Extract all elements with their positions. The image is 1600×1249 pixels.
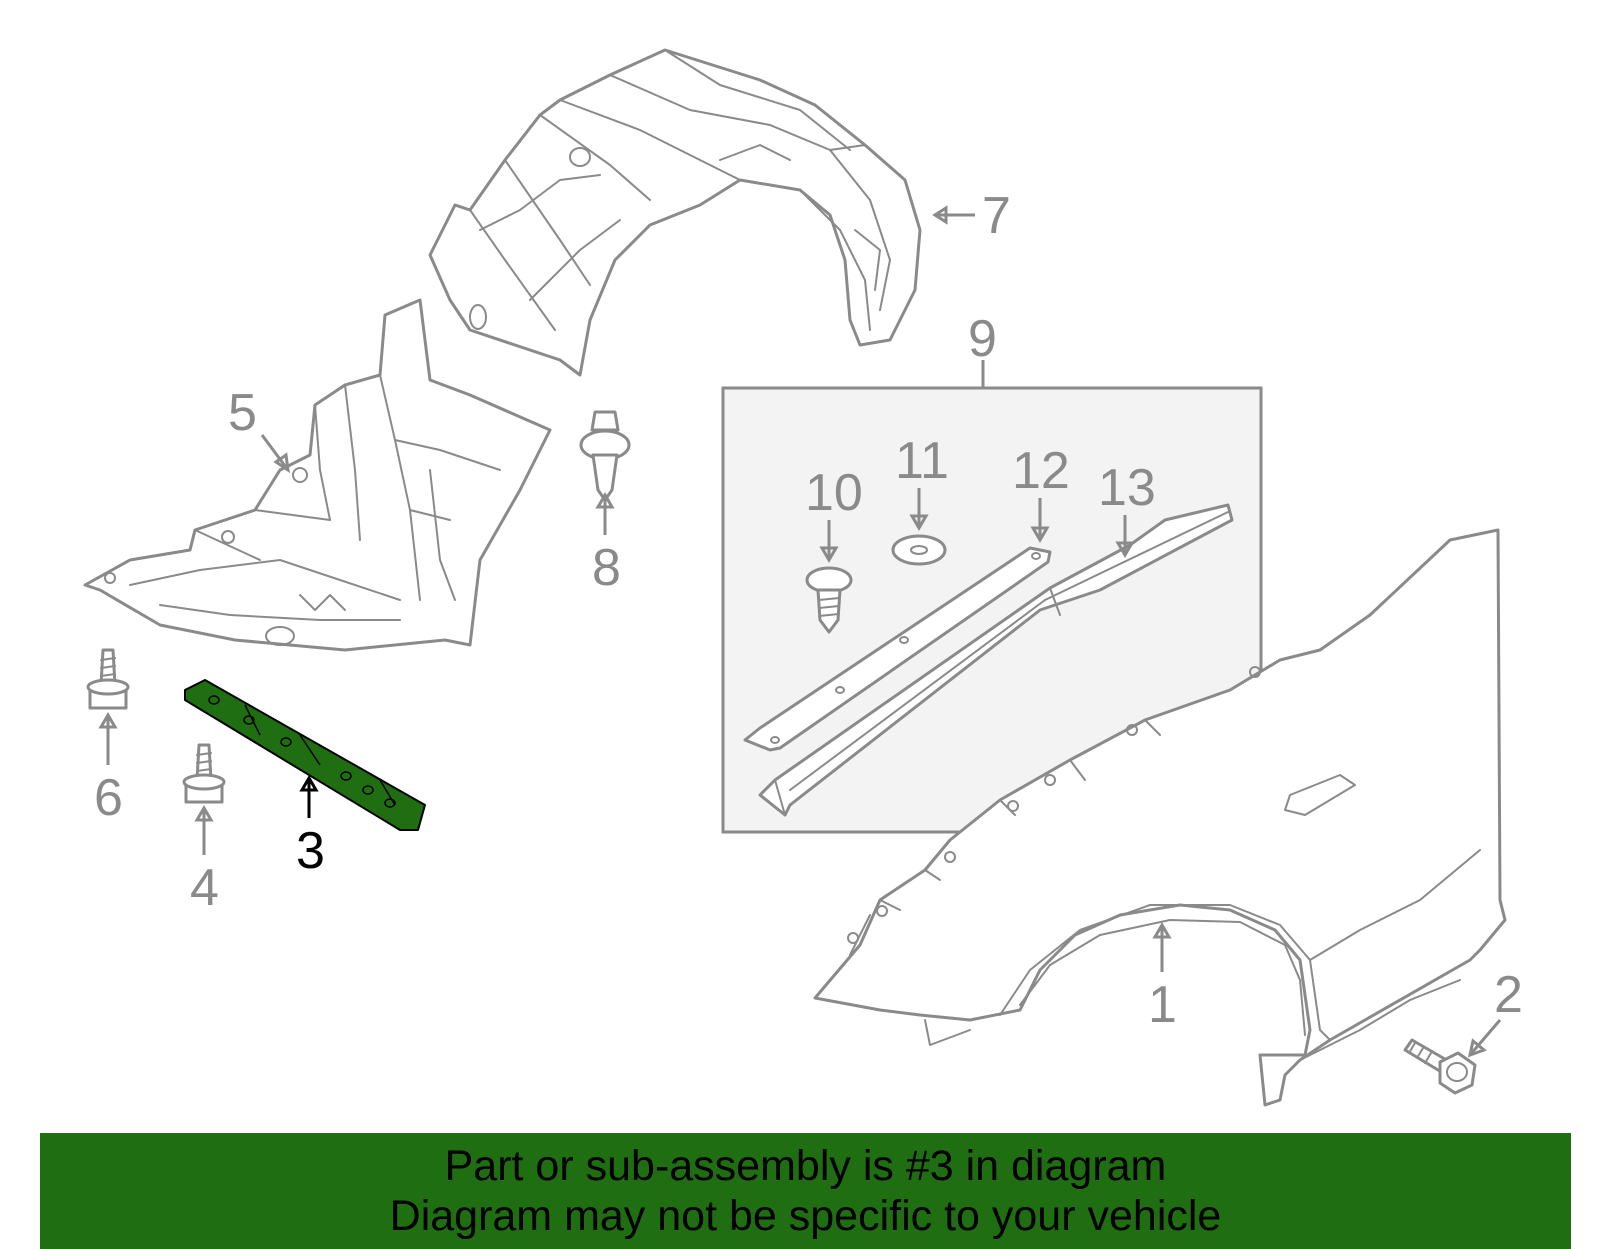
callout-2: 2: [1494, 966, 1523, 1024]
callout-12: 12: [1012, 442, 1070, 500]
part-12-strip[interactable]: [743, 546, 1052, 752]
callout-13: 13: [1098, 459, 1156, 517]
callout-6: 6: [94, 769, 123, 827]
part-1-front-fender[interactable]: [813, 528, 1507, 1107]
callout-1: 1: [1148, 976, 1177, 1034]
part-5-splash-shield[interactable]: [83, 298, 552, 652]
callout-8: 8: [592, 539, 621, 597]
parts-diagram: 7 5 8 6 4 3 9 10 11 12 13 1 2: [83, 48, 1523, 1107]
callout-4: 4: [190, 859, 219, 917]
part-10-screw[interactable]: [805, 566, 853, 634]
leader-5: [260, 434, 290, 471]
banner-line-1: Part or sub-assembly is #3 in diagram: [444, 1142, 1167, 1190]
part-7-fender-liner[interactable]: [428, 48, 922, 377]
part-13-seal[interactable]: [758, 503, 1234, 817]
banner-line-2: Diagram may not be specific to your vehi…: [389, 1192, 1222, 1240]
callout-5: 5: [228, 384, 257, 442]
part-3-bracket-highlighted[interactable]: [184, 679, 426, 831]
callout-3: 3: [296, 822, 325, 880]
callout-10: 10: [805, 464, 863, 522]
part-11-washer[interactable]: [891, 534, 947, 566]
part-2-bolt[interactable]: [1403, 1038, 1477, 1095]
leader-2: [1468, 1019, 1502, 1056]
callout-7: 7: [982, 187, 1011, 245]
callout-11: 11: [895, 432, 949, 490]
part-4-bolt[interactable]: [182, 743, 226, 804]
callout-9: 9: [968, 310, 997, 368]
part-8-push-clip[interactable]: [579, 410, 631, 502]
part-6-bolt[interactable]: [86, 648, 130, 710]
info-banner: Part or sub-assembly is #3 in diagram Di…: [40, 1133, 1571, 1249]
